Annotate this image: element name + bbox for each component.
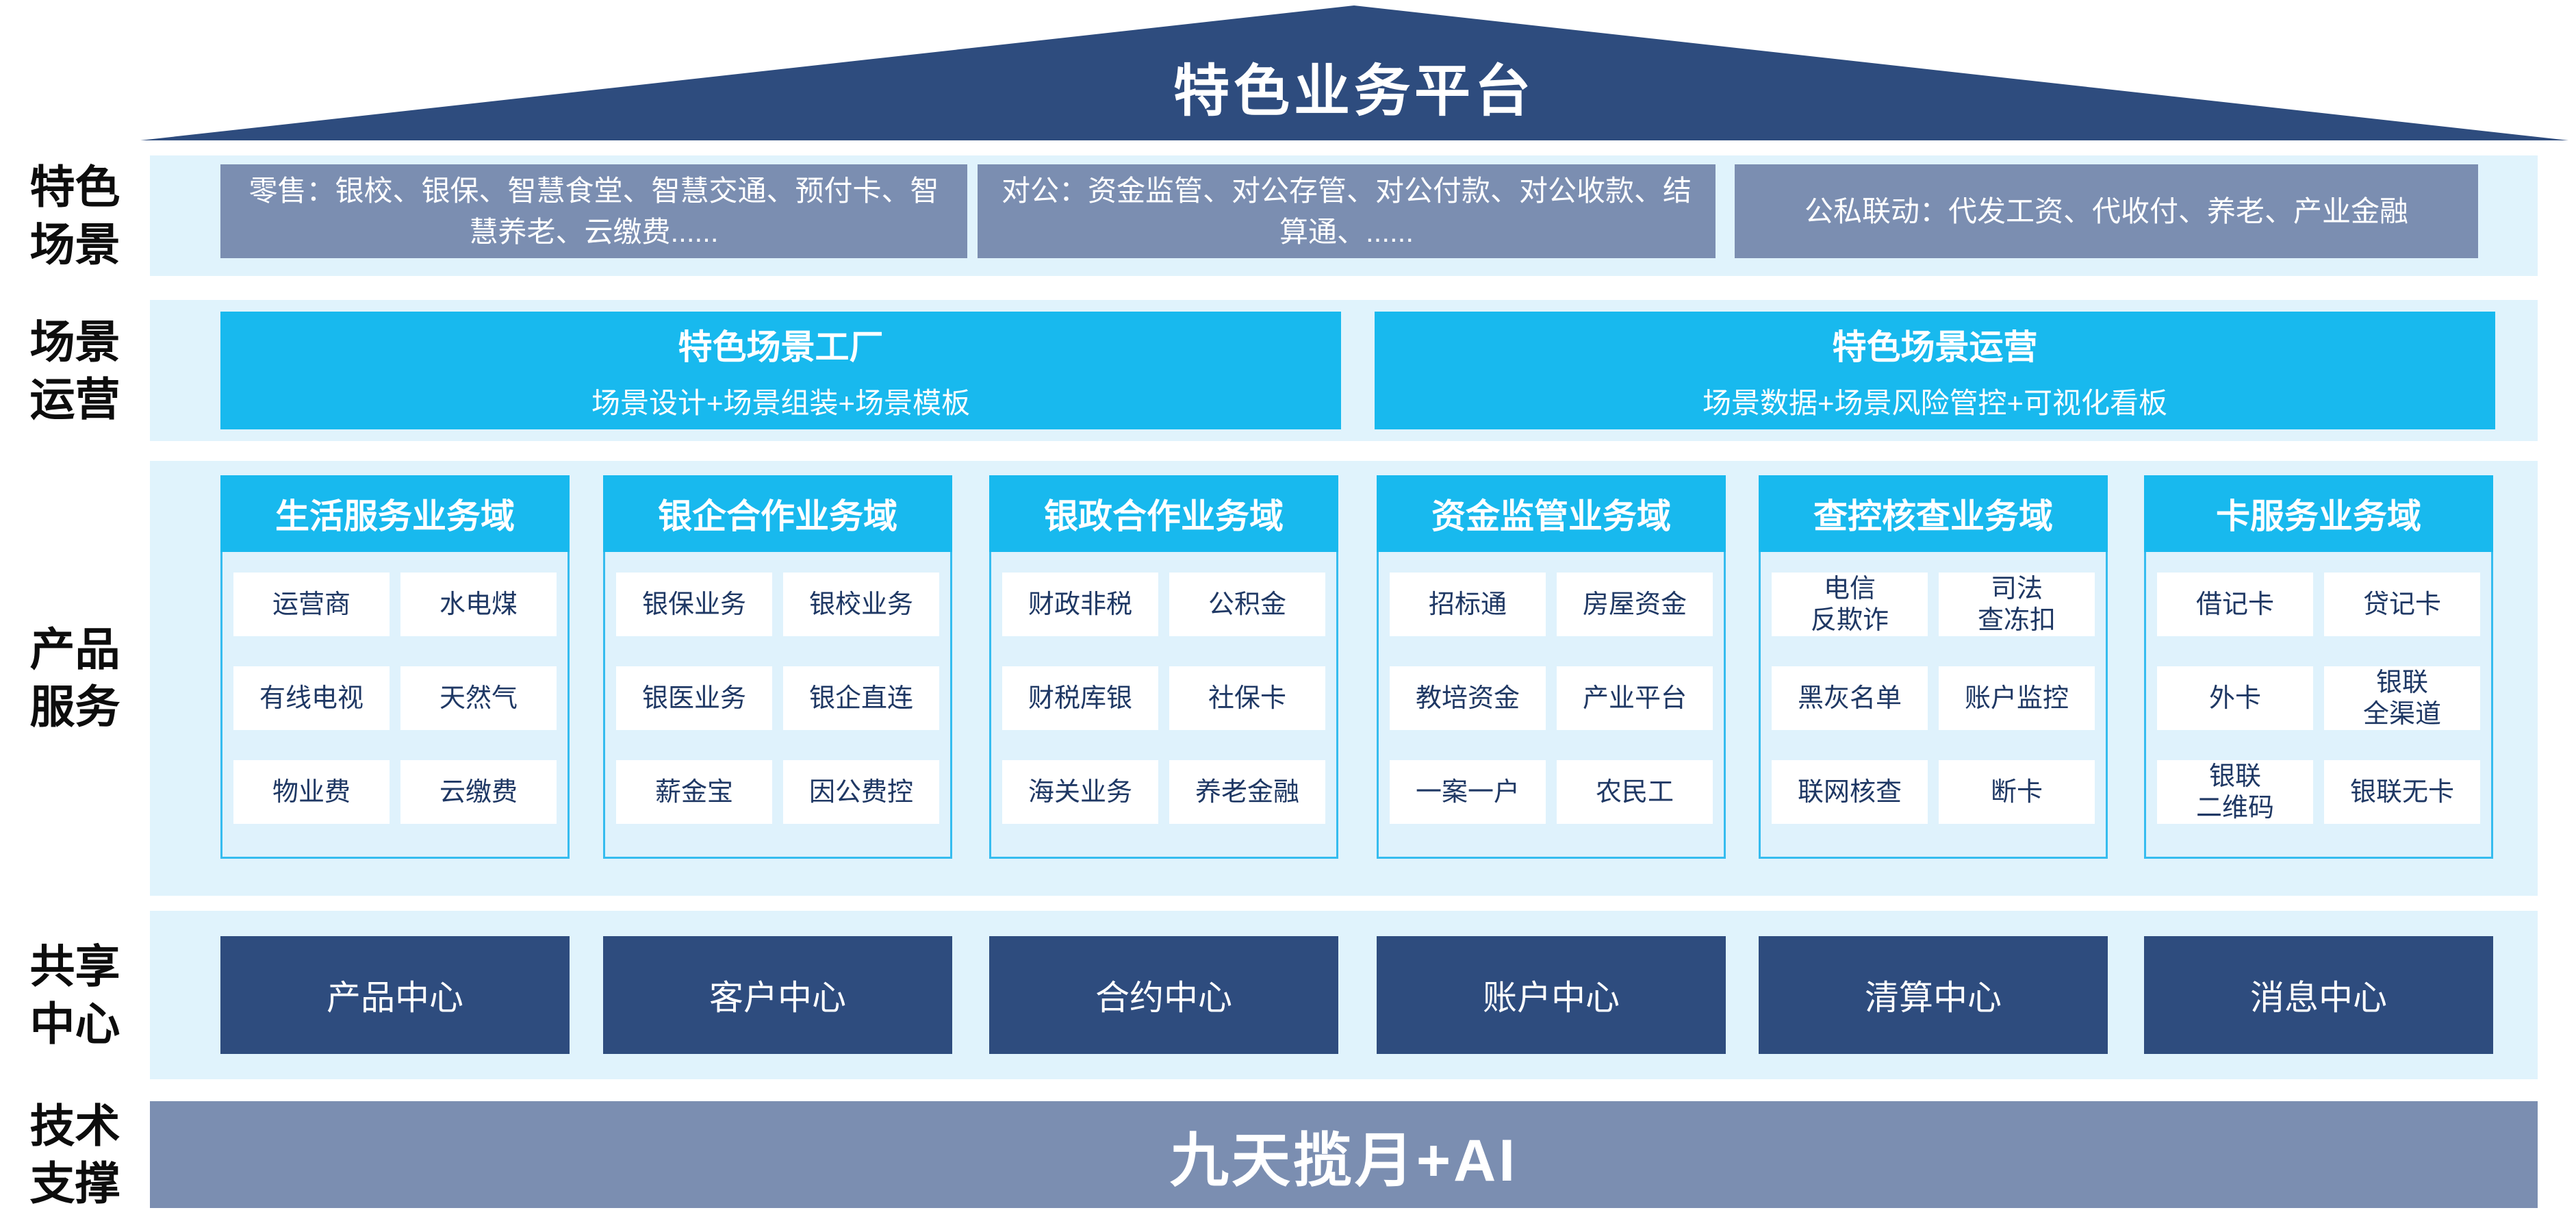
domain-header: 查控核查业务域 <box>1759 475 2108 552</box>
product-cell: 银医业务 <box>616 666 772 730</box>
rail-label-product: 产品 服务 <box>29 624 120 732</box>
product-cell: 外卡 <box>2157 666 2313 730</box>
domain-cells: 电信 反欺诈 司法 查冻扣 黑灰名单 账户监控 联网核查 断卡 <box>1761 552 2106 857</box>
product-cell: 断卡 <box>1939 760 2095 824</box>
op-box-scene-factory: 特色场景工厂 场景设计+场景组装+场景模板 <box>220 312 1341 429</box>
domain-cells: 银保业务 银校业务 银医业务 银企直连 薪金宝 因公费控 <box>605 552 950 857</box>
rail-label-share: 共享 中心 <box>29 941 120 1049</box>
domain-header: 生活服务业务域 <box>220 475 570 552</box>
domain-panel-inquiry-control: 查控核查业务域 电信 反欺诈 司法 查冻扣 黑灰名单 账户监控 联网核查 断卡 <box>1759 475 2108 859</box>
domain-panel-life-service: 生活服务业务域 运营商 水电煤 有线电视 天然气 物业费 云缴费 <box>220 475 570 859</box>
product-cell: 贷记卡 <box>2324 573 2480 636</box>
scene-box-linkage: 公私联动：代发工资、代收付、养老、产业金融 <box>1735 164 2478 258</box>
product-cell: 有线电视 <box>233 666 390 730</box>
product-cell: 银联无卡 <box>2324 760 2480 824</box>
product-cell: 借记卡 <box>2157 573 2313 636</box>
product-cell: 银企直连 <box>783 666 939 730</box>
scene-box-corporate: 对公：资金监管、对公存管、对公付款、对公收款、结算通、...... <box>978 164 1716 258</box>
domain-panel-card-service: 卡服务业务域 借记卡 贷记卡 外卡 银联 全渠道 银联 二维码 银联无卡 <box>2144 475 2493 859</box>
op-box-title: 特色场景工厂 <box>678 327 884 366</box>
domain-cells: 财政非税 公积金 财税库银 社保卡 海关业务 养老金融 <box>991 552 1336 857</box>
product-cell: 水电煤 <box>400 573 557 636</box>
product-cell: 天然气 <box>400 666 557 730</box>
product-cell: 运营商 <box>233 573 390 636</box>
product-cell: 电信 反欺诈 <box>1772 573 1928 636</box>
product-cell: 银联 二维码 <box>2157 760 2313 824</box>
share-box-account: 账户中心 <box>1377 936 1726 1054</box>
op-box-scene-operation: 特色场景运营 场景数据+场景风险管控+可视化看板 <box>1375 312 2495 429</box>
product-cell: 教培资金 <box>1390 666 1546 730</box>
product-cell: 因公费控 <box>783 760 939 824</box>
share-box-contract: 合约中心 <box>989 936 1338 1054</box>
domain-header: 银政合作业务域 <box>989 475 1338 552</box>
tech-support-band: 九天揽月+AI <box>150 1101 2538 1208</box>
product-cell: 财政非税 <box>1002 573 1158 636</box>
product-cell: 社保卡 <box>1169 666 1325 730</box>
rail-label-scene: 特色 场景 <box>29 162 120 270</box>
share-box-customer: 客户中心 <box>603 936 952 1054</box>
op-box-subtitle: 场景数据+场景风险管控+可视化看板 <box>1702 386 2168 419</box>
platform-title: 特色业务平台 <box>1173 60 1535 123</box>
domain-panel-bank-government: 银政合作业务域 财政非税 公积金 财税库银 社保卡 海关业务 养老金融 <box>989 475 1338 859</box>
product-cell: 银校业务 <box>783 573 939 636</box>
product-cell: 农民工 <box>1557 760 1713 824</box>
product-cell: 银保业务 <box>616 573 772 636</box>
product-cell: 黑灰名单 <box>1772 666 1928 730</box>
op-box-title: 特色场景运营 <box>1832 327 2038 366</box>
product-cell: 账户监控 <box>1939 666 2095 730</box>
product-cell: 物业费 <box>233 760 390 824</box>
product-cell: 司法 查冻扣 <box>1939 573 2095 636</box>
domain-cells: 借记卡 贷记卡 外卡 银联 全渠道 银联 二维码 银联无卡 <box>2146 552 2491 857</box>
domain-header: 银企合作业务域 <box>603 475 952 552</box>
product-cell: 产业平台 <box>1557 666 1713 730</box>
product-cell: 海关业务 <box>1002 760 1158 824</box>
product-cell: 一案一户 <box>1390 760 1546 824</box>
product-cell: 云缴费 <box>400 760 557 824</box>
product-cell: 薪金宝 <box>616 760 772 824</box>
domain-panel-bank-enterprise: 银企合作业务域 银保业务 银校业务 银医业务 银企直连 薪金宝 因公费控 <box>603 475 952 859</box>
product-cell: 公积金 <box>1169 573 1325 636</box>
product-cell: 联网核查 <box>1772 760 1928 824</box>
rail-label-operation: 场景 运营 <box>29 316 120 425</box>
share-box-message: 消息中心 <box>2144 936 2493 1054</box>
op-box-subtitle: 场景设计+场景组装+场景模板 <box>591 386 971 419</box>
product-cell: 房屋资金 <box>1557 573 1713 636</box>
domain-cells: 运营商 水电煤 有线电视 天然气 物业费 云缴费 <box>222 552 568 857</box>
share-box-product: 产品中心 <box>220 936 570 1054</box>
domain-header: 资金监管业务域 <box>1377 475 1726 552</box>
domain-cells: 招标通 房屋资金 教培资金 产业平台 一案一户 农民工 <box>1379 552 1724 857</box>
domain-header: 卡服务业务域 <box>2144 475 2493 552</box>
domain-panel-fund-supervision: 资金监管业务域 招标通 房屋资金 教培资金 产业平台 一案一户 农民工 <box>1377 475 1726 859</box>
product-cell: 招标通 <box>1390 573 1546 636</box>
product-cell: 养老金融 <box>1169 760 1325 824</box>
rail-label-tech: 技术 支撑 <box>29 1101 120 1209</box>
product-cell: 财税库银 <box>1002 666 1158 730</box>
scene-box-retail: 零售：银校、银保、智慧食堂、智慧交通、预付卡、智慧养老、云缴费...... <box>220 164 967 258</box>
share-box-clearing: 清算中心 <box>1759 936 2108 1054</box>
product-cell: 银联 全渠道 <box>2324 666 2480 730</box>
